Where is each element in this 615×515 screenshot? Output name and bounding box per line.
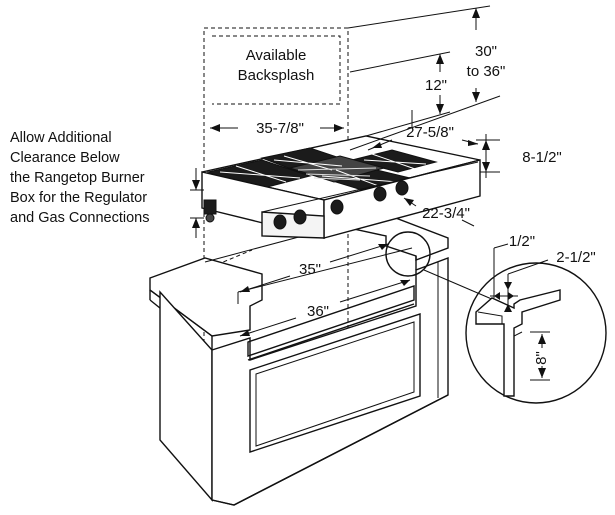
dim-22-3-4: 22-3/4" xyxy=(422,205,470,222)
clearance-note-line2: Clearance Below xyxy=(10,150,120,166)
knob-icon xyxy=(273,180,409,230)
dim-30-to-36-line1: 30" xyxy=(475,43,497,60)
clearance-note-line1: Allow Additional xyxy=(10,130,112,146)
dim-27-5-8: 27-5/8" xyxy=(406,124,454,141)
dim-2-1-2: 2-1/2" xyxy=(556,249,596,266)
dim-1-2: 1/2" xyxy=(509,233,535,250)
rangetop xyxy=(201,135,481,239)
dim-12: 12" xyxy=(425,77,447,94)
dim-8-1-2: 8-1/2" xyxy=(522,149,562,166)
dim-35: 35" xyxy=(299,261,321,278)
dim-30-to-36-line2: to 36" xyxy=(467,63,506,80)
dim-35-7-8: 35-7/8" xyxy=(256,120,304,137)
dim-36: 36" xyxy=(307,303,329,320)
cabinet xyxy=(149,211,449,506)
clearance-note-line5: and Gas Connections xyxy=(10,210,149,226)
clearance-note-line4: Box for the Regulator xyxy=(10,190,147,206)
backsplash-label-line1: Available xyxy=(246,47,307,64)
detail-callout xyxy=(385,231,607,404)
dimension-lines xyxy=(190,5,501,337)
dim-8: 8" xyxy=(533,351,550,365)
clearance-note-line3: the Rangetop Burner xyxy=(10,170,145,186)
backsplash-label-line2: Backsplash xyxy=(238,67,315,84)
